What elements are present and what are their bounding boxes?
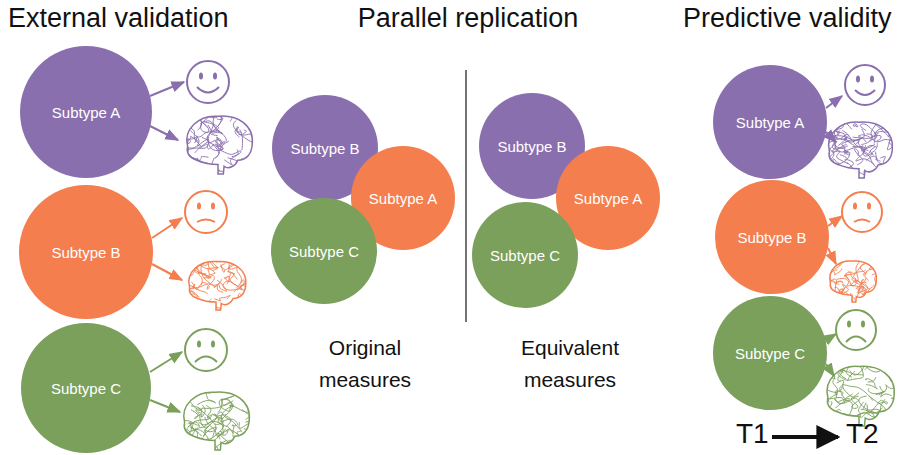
subtype-circle: Subtype C xyxy=(472,202,578,308)
time-arrow xyxy=(772,435,838,439)
subtype-circle: Subtype C xyxy=(21,323,151,453)
measure-caption: Original measures xyxy=(300,332,430,395)
subtype-label: Subtype C xyxy=(490,247,560,264)
subtype-label: Subtype A xyxy=(52,104,120,121)
subtype-circle: Subtype C xyxy=(271,198,377,304)
subtype-circle: Subtype B xyxy=(19,185,153,319)
measure-caption: Equivalent measures xyxy=(505,332,635,395)
subtype-label: Subtype B xyxy=(290,140,359,157)
panel-heading: External validation xyxy=(8,4,229,34)
subtype-label: Subtype B xyxy=(737,229,806,246)
brain-drawing xyxy=(156,96,275,197)
subtype-label: Subtype A xyxy=(736,114,804,131)
subtype-circle: Subtype A xyxy=(713,65,827,179)
subtype-circle: Subtype C xyxy=(713,296,827,410)
time-label: T1 xyxy=(736,419,769,450)
time-label: T2 xyxy=(846,419,879,450)
subtype-circle: Subtype A xyxy=(20,46,152,178)
subtype-label: Subtype C xyxy=(735,345,805,362)
subtype-label: Subtype A xyxy=(369,190,437,207)
panel-heading: Predictive validity xyxy=(683,4,892,34)
brain-drawing xyxy=(164,379,266,455)
subtype-circle: Subtype B xyxy=(715,180,829,294)
brain-drawing xyxy=(168,247,276,319)
subtype-label: Subtype A xyxy=(574,190,642,207)
subtype-label: Subtype B xyxy=(497,138,566,155)
panel-heading: Parallel replication xyxy=(358,4,579,34)
subtype-label: Subtype B xyxy=(51,244,120,261)
divider-line xyxy=(465,70,467,322)
subtype-label: Subtype C xyxy=(51,380,121,397)
subtype-label: Subtype C xyxy=(289,243,359,260)
